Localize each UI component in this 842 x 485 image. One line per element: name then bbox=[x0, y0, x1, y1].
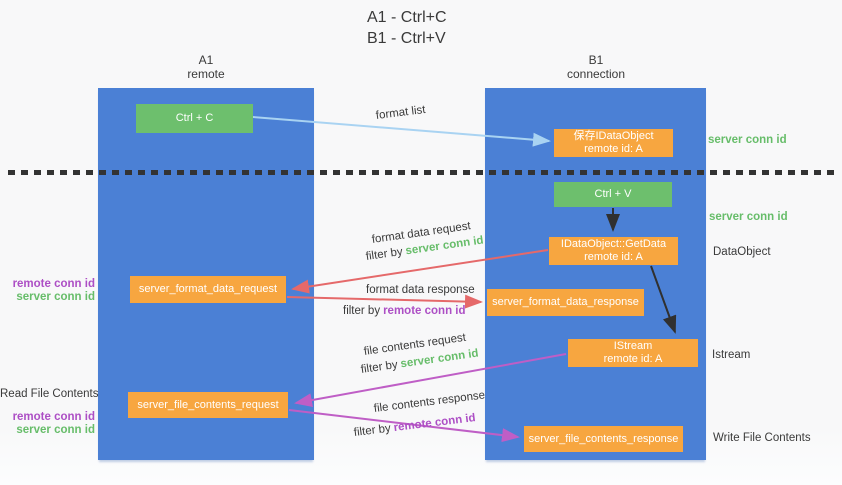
format-data-response-label: format data response bbox=[366, 284, 475, 296]
server-conn-id-label-1: server conn id bbox=[16, 291, 95, 303]
save-idataobject-line2: remote id: A bbox=[584, 143, 643, 155]
save-idataobject-line1: 保存IDataObject bbox=[573, 130, 654, 142]
filter-by-text-3: filter by bbox=[360, 358, 399, 376]
column-header-b1: B1 connection bbox=[536, 53, 656, 81]
server-file-contents-request-label: server_file_contents_request bbox=[137, 398, 279, 411]
title-line-1: A1 - Ctrl+C bbox=[367, 9, 447, 26]
server-format-data-response-label: server_format_data_response bbox=[492, 296, 639, 308]
title-line-2: B1 - Ctrl+V bbox=[367, 30, 446, 47]
format-list-label: format list bbox=[375, 103, 427, 122]
ctrl-c-label: Ctrl + C bbox=[175, 112, 214, 124]
server-conn-id-label-2: server conn id bbox=[16, 424, 95, 436]
column-a1-name: A1 bbox=[198, 53, 214, 67]
idataobject-getdata-node: IDataObject::GetData remote id: A bbox=[549, 237, 678, 265]
column-header-a1: A1 remote bbox=[146, 53, 266, 81]
istream-side-label: Istream bbox=[712, 349, 751, 361]
dataobject-label: DataObject bbox=[713, 246, 771, 258]
getdata-line1: IDataObject::GetData bbox=[560, 238, 667, 250]
column-b1-name: B1 bbox=[588, 53, 604, 67]
istream-line2: remote id: A bbox=[603, 353, 663, 365]
filter-remote-conn-id-2: remote conn id bbox=[383, 305, 466, 317]
ctrl-v-node: Ctrl + V bbox=[554, 182, 672, 207]
ctrl-v-label: Ctrl + V bbox=[594, 188, 632, 200]
diagram-title: A1 - Ctrl+C B1 - Ctrl+V bbox=[367, 7, 447, 49]
filter-remote-conn-id-4: remote conn id bbox=[392, 412, 477, 435]
istream-line1: IStream bbox=[613, 340, 653, 352]
server-format-data-request-label: server_format_data_request bbox=[138, 283, 278, 295]
left-conn-id-group-2: remote conn id server conn id bbox=[0, 411, 95, 437]
left-conn-id-group-1: remote conn id server conn id bbox=[0, 278, 95, 304]
session-divider-dashed-line bbox=[8, 170, 834, 175]
ctrl-c-node: Ctrl + C bbox=[136, 104, 253, 133]
column-b1-subtitle: connection bbox=[566, 67, 626, 81]
istream-node: IStream remote id: A bbox=[568, 339, 698, 367]
remote-conn-id-label-2: remote conn id bbox=[12, 411, 95, 423]
server-format-data-request-node: server_format_data_request bbox=[130, 276, 286, 303]
server-file-contents-request-node: server_file_contents_request bbox=[128, 392, 288, 418]
format-data-response-arrow bbox=[286, 294, 483, 309]
read-file-contents-label: Read File Contents bbox=[0, 388, 99, 400]
filter-by-text-2: filter by bbox=[343, 305, 381, 317]
server-file-contents-response-label: server_file_contents_response bbox=[528, 432, 679, 445]
write-file-contents-label: Write File Contents bbox=[713, 432, 811, 444]
getdata-line2: remote id: A bbox=[584, 251, 643, 263]
server-conn-id-label-mid: server conn id bbox=[709, 211, 788, 223]
server-format-data-response-node: server_format_data_response bbox=[487, 289, 644, 316]
column-a1-subtitle: remote bbox=[187, 67, 225, 81]
remote-conn-id-label-1: remote conn id bbox=[12, 278, 95, 290]
save-idataobject-node: 保存IDataObject remote id: A bbox=[554, 129, 673, 157]
server-conn-id-label-top: server conn id bbox=[708, 134, 787, 146]
filter-by-text-1: filter by bbox=[365, 245, 404, 263]
server-file-contents-response-node: server_file_contents_response bbox=[524, 426, 683, 452]
filter-by-text-4: filter by bbox=[353, 422, 392, 439]
